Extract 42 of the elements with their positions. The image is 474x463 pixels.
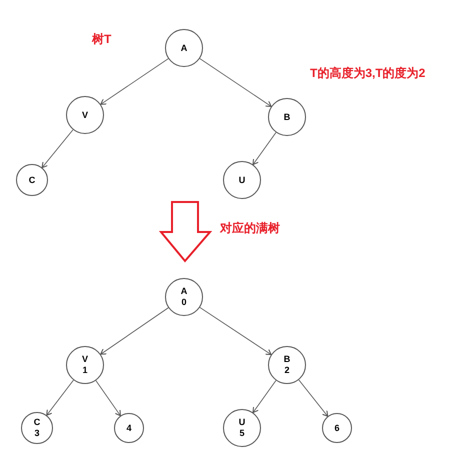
arrow	[95, 380, 121, 416]
arrow	[252, 132, 276, 166]
arrow	[42, 129, 74, 168]
node-label: C	[28, 174, 36, 186]
node-label: U	[238, 417, 246, 428]
arrow	[100, 307, 169, 355]
arrow	[298, 379, 328, 417]
tree-node	[114, 413, 144, 443]
node-label: 2	[284, 365, 290, 376]
arrow	[46, 380, 74, 416]
node-label: 0	[181, 297, 186, 308]
tree-node	[66, 346, 104, 384]
arrow-label: 对应的满树	[220, 220, 280, 237]
node-label: 4	[126, 422, 132, 434]
tree-node	[66, 96, 104, 134]
tree-node	[165, 278, 203, 316]
arrow	[252, 380, 276, 414]
note: T的高度为3,T的度为2	[310, 65, 426, 82]
node-label: B	[284, 354, 290, 365]
tree-node	[268, 98, 306, 136]
node-label: A	[180, 42, 188, 54]
node-label: 5	[239, 428, 244, 439]
tree-node	[223, 409, 261, 447]
arrow	[199, 307, 272, 356]
tree-node	[165, 29, 203, 67]
tree-node	[21, 412, 53, 444]
node-label: A	[180, 286, 188, 297]
tree-node	[268, 346, 306, 384]
node-label: U	[238, 174, 246, 186]
node-label: B	[284, 112, 290, 122]
node-label: V	[82, 110, 88, 120]
tree-node	[223, 161, 261, 199]
node-label: 6	[334, 422, 340, 434]
title: 树T	[92, 31, 112, 48]
arrow	[100, 58, 169, 105]
tree-node	[322, 413, 352, 443]
node-label: 1	[82, 365, 88, 376]
arrow	[199, 58, 272, 107]
node-label: 3	[34, 428, 40, 439]
node-label: C	[34, 417, 40, 428]
tree-node	[16, 164, 48, 196]
node-label: V	[82, 354, 88, 365]
